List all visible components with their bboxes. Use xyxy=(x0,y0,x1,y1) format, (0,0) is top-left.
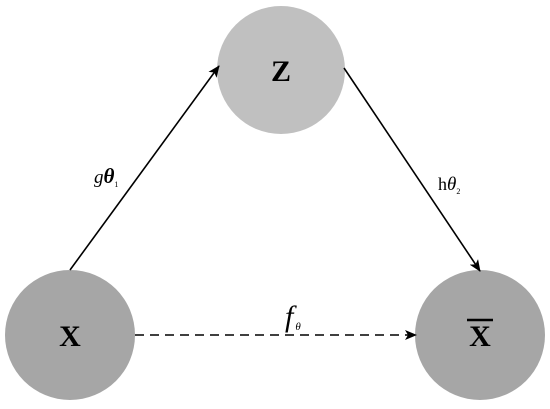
node-z xyxy=(217,6,345,134)
node-x-label: X xyxy=(59,320,81,353)
node-x-bar-label: X xyxy=(469,320,491,353)
edge-encoder-label: gθ1 xyxy=(94,164,118,189)
node-x xyxy=(5,270,135,400)
edge-decoder-label: hθ2 xyxy=(438,174,460,196)
node-x-bar xyxy=(415,270,545,400)
edge-encoder-arrow xyxy=(69,65,220,271)
node-z-label: Z xyxy=(271,55,291,88)
edge-decoder-arrow xyxy=(343,67,481,272)
